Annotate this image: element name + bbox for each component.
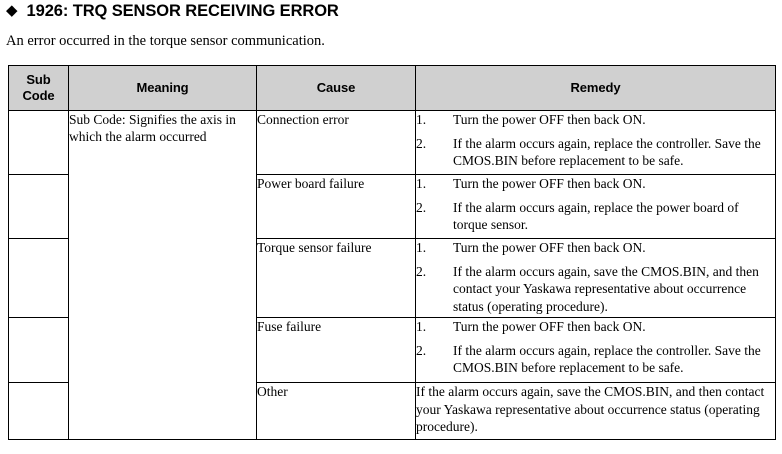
cell-cause: Torque sensor failure: [256, 238, 416, 318]
alarm-detail-table: Sub Code Meaning Cause Remedy Sub Code: …: [8, 65, 776, 440]
column-header-sub-code-line1: Sub: [26, 71, 51, 87]
remedy-item-number: 2.: [416, 342, 427, 358]
remedy-item-text: Turn the power OFF then back ON.: [453, 240, 646, 255]
column-header-sub-code: Sub Code: [8, 65, 69, 111]
remedy-list-item: 1. Turn the power OFF then back ON.: [416, 111, 775, 129]
cell-remedy: 1. Turn the power OFF then back ON. 2. I…: [415, 317, 776, 383]
column-header-sub-code-line2: Code: [22, 88, 55, 103]
cell-meaning: Sub Code: Signifies the axis in which th…: [68, 110, 257, 440]
diamond-bullet-icon: ◆: [6, 1, 18, 20]
table-row: Fuse failure 1. Turn the power OFF then …: [8, 317, 776, 383]
cell-sub-code: [8, 110, 69, 175]
remedy-list-item: 2. If the alarm occurs again, save the C…: [416, 263, 775, 316]
table-row: Sub Code: Signifies the axis in which th…: [8, 110, 776, 440]
remedy-list-item: 2. If the alarm occurs again, replace th…: [416, 199, 775, 234]
column-header-cause: Cause: [256, 65, 416, 111]
remedy-item-number: 2.: [416, 135, 427, 151]
remedy-item-number: 1.: [416, 319, 427, 334]
cell-sub-code: [8, 382, 69, 440]
column-header-meaning: Meaning: [68, 65, 257, 111]
remedy-item-number: 1.: [416, 112, 427, 127]
cell-cause: Other: [256, 382, 416, 440]
remedy-item-text: If the alarm occurs again, replace the c…: [453, 342, 761, 376]
cell-remedy: 1. Turn the power OFF then back ON. 2. I…: [415, 174, 776, 239]
table-row: Other If the alarm occurs again, save th…: [8, 382, 776, 440]
remedy-item-text: If the alarm occurs again, replace the p…: [453, 199, 739, 233]
cell-sub-code: [8, 238, 69, 318]
remedy-item-text: Turn the power OFF then back ON.: [453, 112, 646, 127]
remedy-item-text: Turn the power OFF then back ON.: [453, 176, 646, 191]
remedy-list-item: 1. Turn the power OFF then back ON.: [416, 318, 775, 336]
cell-remedy: 1. Turn the power OFF then back ON. 2. I…: [415, 110, 776, 175]
column-header-remedy: Remedy: [415, 65, 776, 111]
table-body: Sub Code: Signifies the axis in which th…: [8, 110, 776, 440]
remedy-item-number: 1.: [416, 240, 427, 255]
table-row: Torque sensor failure 1. Turn the power …: [8, 238, 776, 318]
remedy-item-text: If the alarm occurs again, replace the c…: [453, 135, 761, 169]
cell-cause: Fuse failure: [256, 317, 416, 383]
cell-cause: Connection error: [256, 110, 416, 175]
remedy-item-text: Turn the power OFF then back ON.: [453, 319, 646, 334]
cell-remedy: 1. Turn the power OFF then back ON. 2. I…: [415, 238, 776, 318]
remedy-paragraph: If the alarm occurs again, save the CMOS…: [416, 384, 765, 435]
remedy-list-item: 1. Turn the power OFF then back ON.: [416, 239, 775, 257]
intro-description: An error occurred in the torque sensor c…: [6, 33, 325, 49]
table-head: Sub Code Meaning Cause Remedy: [8, 65, 776, 111]
remedy-item-number: 1.: [416, 176, 427, 191]
remedy-list: 1. Turn the power OFF then back ON. 2. I…: [416, 318, 775, 377]
remedy-item-number: 2.: [416, 199, 427, 215]
page-title: 1926: TRQ SENSOR RECEIVING ERROR: [26, 2, 339, 20]
remedy-list: 1. Turn the power OFF then back ON. 2. I…: [416, 111, 775, 170]
cell-sub-code: [8, 174, 69, 239]
remedy-item-number: 2.: [416, 263, 427, 279]
cell-cause: Power board failure: [256, 174, 416, 239]
remedy-list: 1. Turn the power OFF then back ON. 2. I…: [416, 175, 775, 234]
remedy-list: 1. Turn the power OFF then back ON. 2. I…: [416, 239, 775, 315]
remedy-list-item: 2. If the alarm occurs again, replace th…: [416, 135, 775, 170]
table-header-row: Sub Code Meaning Cause Remedy: [8, 65, 776, 111]
remedy-item-text: If the alarm occurs again, save the CMOS…: [453, 263, 759, 314]
remedy-list-item: 1. Turn the power OFF then back ON.: [416, 175, 775, 193]
remedy-list-item: 2. If the alarm occurs again, replace th…: [416, 342, 775, 377]
cell-remedy: If the alarm occurs again, save the CMOS…: [415, 382, 776, 440]
cell-sub-code: [8, 317, 69, 383]
page-heading: ◆ 1926: TRQ SENSOR RECEIVING ERROR: [6, 1, 339, 20]
